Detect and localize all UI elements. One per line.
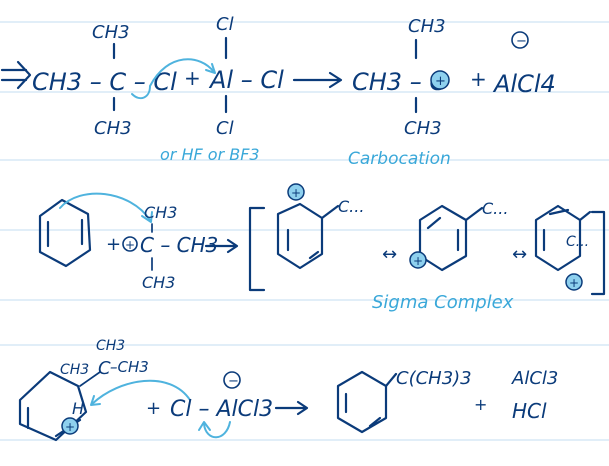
r3-sub-c: C — [98, 358, 111, 379]
r1-anion: AlCl4 — [492, 70, 556, 98]
res-form-3-ring — [534, 204, 582, 272]
r3-product-ring — [336, 370, 388, 434]
r1-lewis-main: Al – Cl — [208, 66, 284, 94]
r1-reactant-top: CH3 — [92, 22, 130, 43]
r3-anion: Cl – AlCl3 — [170, 397, 273, 422]
benzene-ring — [38, 198, 92, 268]
reaction-2: + CH3 + C – CH3 CH3 + C... ↔ + C... ↔ + … — [38, 183, 606, 313]
r1-reaction-arrow — [292, 71, 343, 89]
svg-text:+: + — [569, 276, 579, 290]
r1-lewis-alternatives: or HF or BF3 — [160, 145, 260, 164]
curly-arrow-base-to-h — [91, 379, 191, 405]
svg-text:+: + — [435, 74, 446, 89]
res-form-2-charge-icon — [409, 251, 427, 269]
r3-sub-left: CH3 — [60, 362, 89, 378]
r3-product-substituent: C(CH3)3 — [396, 368, 472, 389]
r1-carbocation-label: Carbocation — [348, 149, 451, 169]
r1-cation-bottom: CH3 — [404, 118, 442, 139]
r2-cation-top: CH3 — [144, 203, 177, 222]
r1-plus-2: + — [470, 67, 487, 91]
res-form-1-ring — [276, 202, 324, 270]
reaction-1: CH3 CH3 – C – Cl CH3 + Cl Al – Cl Cl or … — [0, 14, 556, 169]
left-bracket — [248, 206, 266, 292]
r3-hydrogen: H — [72, 399, 84, 418]
r3-sub-top: CH3 — [96, 338, 125, 354]
res-form-1-charge-icon — [287, 183, 305, 201]
res-arrow-1: ↔ — [382, 244, 397, 265]
r3-byproduct-2: HCl — [512, 399, 547, 423]
r1-reactant-bottom: CH3 — [94, 118, 132, 139]
r3-negative-charge-icon — [223, 371, 241, 389]
r1-reactant-main: CH3 – C – Cl — [32, 68, 177, 96]
curly-arrow-cl-release — [203, 421, 231, 439]
curly-arrow-pi-to-cation — [59, 192, 151, 221]
r1-positive-charge-icon — [430, 70, 450, 90]
r3-sigma-charge-icon — [61, 417, 79, 435]
svg-text:+: + — [65, 420, 75, 434]
r2-cation-charge-icon — [122, 236, 138, 252]
res-form-2-ring — [418, 204, 468, 272]
r3-plus: + — [146, 398, 161, 419]
curly-arrow-bond-to-al — [131, 58, 215, 100]
svg-text:+: + — [125, 238, 135, 252]
ruled-lines — [0, 21, 609, 441]
implies-arrow-icon — [0, 60, 32, 90]
r3-sub-right: –CH3 — [110, 358, 149, 376]
r3-byproduct-1: AlCl3 — [511, 368, 558, 389]
r1-lewis-bottom: Cl — [216, 118, 234, 139]
res-form-2-substituent: C... — [482, 199, 508, 218]
res-form-1-substituent: C... — [338, 197, 364, 216]
reaction-3: CH3 CH3 C –CH3 H + + − Cl – AlCl3 C(CH3)… — [18, 338, 558, 442]
r1-lewis-top: Cl — [216, 14, 234, 35]
r2-cation-main: C – CH3 — [140, 233, 218, 257]
svg-text:−: − — [516, 34, 527, 49]
svg-text:+: + — [413, 254, 423, 268]
r3-reaction-arrow — [274, 400, 309, 416]
r3-plus-2: + — [474, 395, 487, 414]
svg-text:−: − — [228, 374, 239, 389]
r1-plus-1: + — [184, 66, 201, 90]
r2-cation-bottom: CH3 — [142, 273, 175, 292]
res-form-3-substituent: C... — [566, 234, 589, 250]
r1-cation-top: CH3 — [408, 16, 446, 37]
res-arrow-2: ↔ — [512, 244, 527, 265]
res-form-3-charge-icon — [565, 273, 583, 291]
right-bracket — [590, 210, 606, 296]
svg-text:+: + — [291, 186, 301, 200]
r2-reaction-arrow — [204, 238, 239, 254]
r2-plus: + — [106, 234, 121, 255]
sigma-complex-label: Sigma Complex — [372, 292, 514, 313]
r1-negative-charge-icon — [511, 31, 529, 49]
